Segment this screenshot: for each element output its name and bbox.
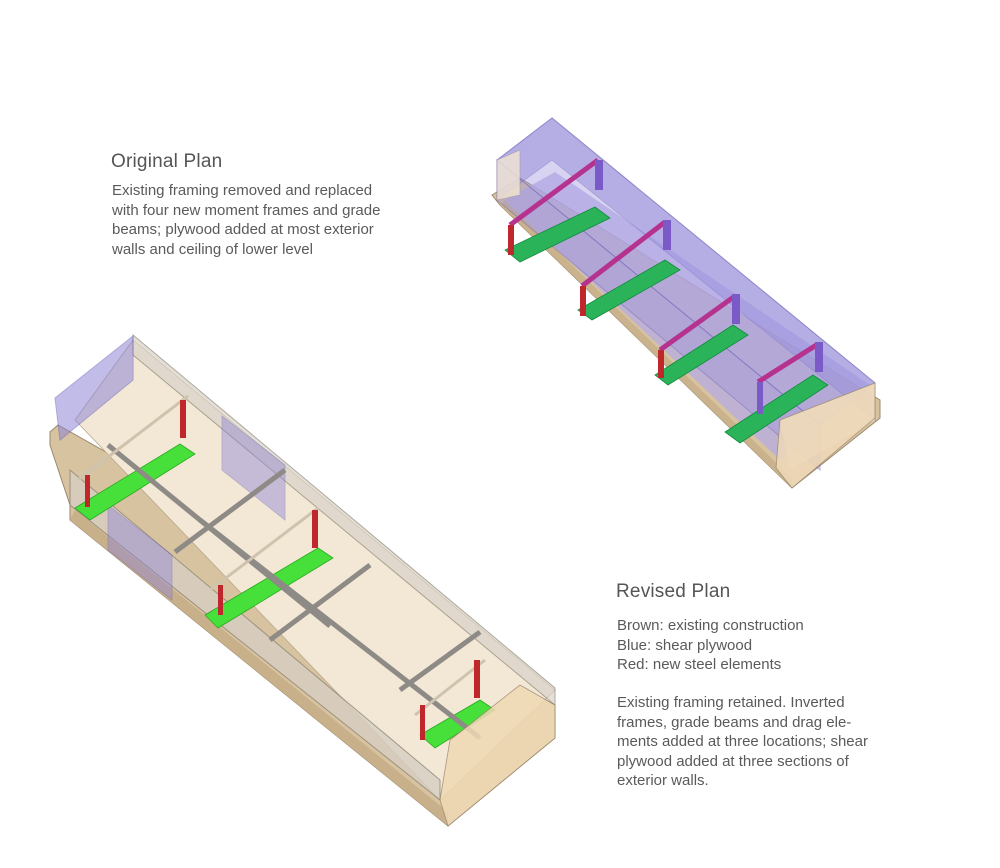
revised-plan-legend: Brown: existing construction Blue: shear…: [617, 616, 937, 675]
revised-plan-model: [49, 333, 556, 827]
original-plan-description: Existing framing removed and replaced wi…: [112, 182, 381, 258]
original-plan-title: Original Plan: [111, 151, 223, 172]
legend-item-red: Red: new steel elements: [617, 656, 782, 673]
original-plan-model: [491, 117, 881, 489]
legend-item-brown: Brown: existing construction: [617, 617, 804, 634]
legend-item-blue: Blue: shear plywood: [617, 636, 753, 654]
revised-plan-title: Revised Plan: [616, 581, 731, 602]
revised-plan-description: Existing framing retained. Inverted fram…: [617, 694, 868, 789]
